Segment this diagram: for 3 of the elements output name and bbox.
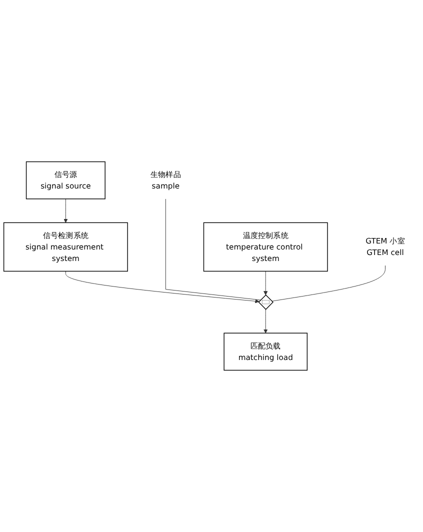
cluster bbox=[258, 294, 274, 310]
connector bbox=[272, 265, 386, 302]
node-box bbox=[262, 300, 270, 304]
